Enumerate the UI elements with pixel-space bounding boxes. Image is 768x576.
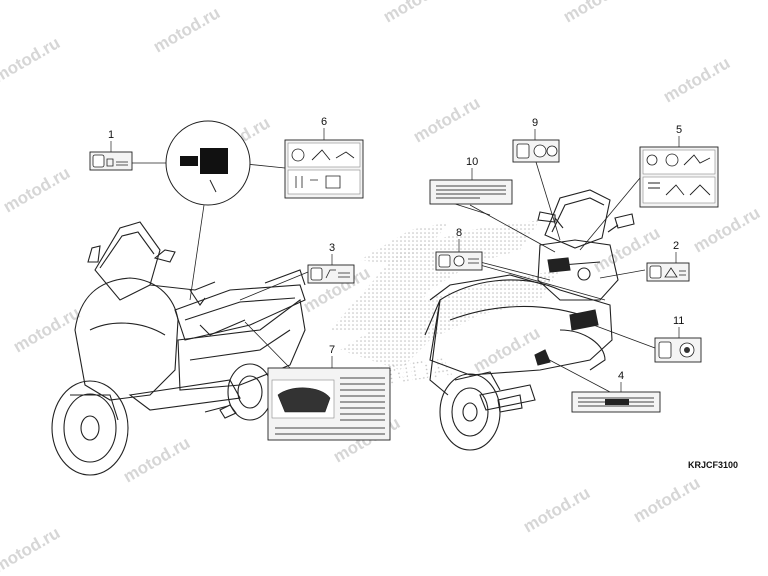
leader-lines	[132, 161, 656, 393]
label-10: 10	[429, 156, 513, 205]
callout-number: 2	[673, 240, 679, 252]
label-7: 7	[267, 344, 391, 441]
callout-number: 4	[618, 370, 624, 382]
label-2: 2	[646, 240, 690, 282]
callout-number: 6	[321, 116, 327, 128]
label-3: 3	[307, 242, 355, 284]
label-11: 11	[654, 315, 702, 363]
callout-number: 9	[532, 117, 538, 129]
magnifier-detail	[165, 120, 251, 206]
label-6: 6	[284, 116, 364, 199]
callout-number: 8	[456, 227, 462, 239]
scooter-right	[424, 189, 635, 451]
scooter-left	[51, 221, 306, 476]
callout-number: 3	[329, 242, 335, 254]
label-1: 1	[89, 129, 133, 171]
label-5: 5	[639, 124, 719, 208]
label-8: 8	[435, 227, 483, 271]
callout-number: 7	[329, 344, 335, 356]
callout-number: 11	[673, 315, 684, 327]
callout-number: 1	[108, 129, 114, 141]
callout-number: 10	[466, 156, 478, 168]
callout-number: 5	[676, 124, 682, 136]
label-9: 9	[512, 117, 560, 163]
diagram-code: KRJCF3100	[688, 460, 738, 470]
label-4: 4	[571, 370, 661, 413]
